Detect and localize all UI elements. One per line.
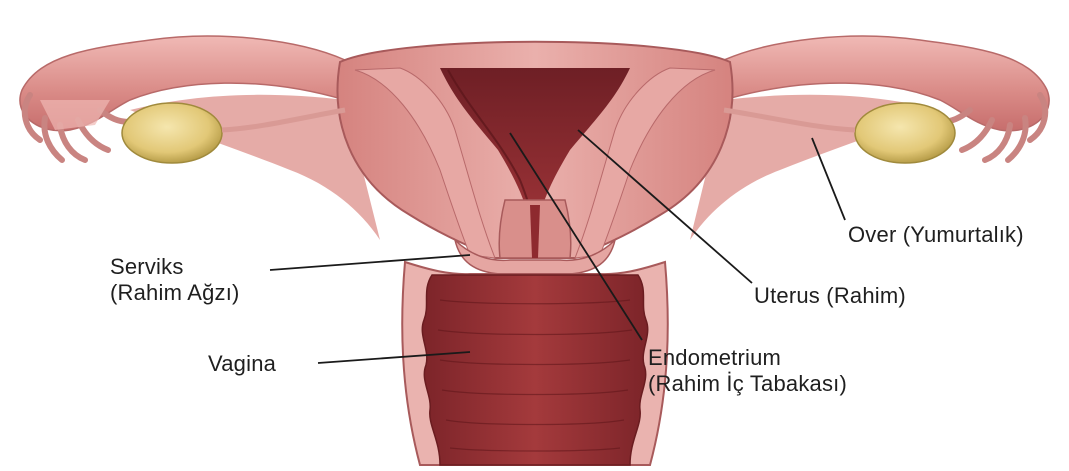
uterus-label-line1: Uterus (Rahim) (754, 283, 906, 309)
vagina-label: Vagina (208, 351, 276, 377)
endometrium-label-line2: (Rahim İç Tabakası) (648, 371, 847, 397)
serviks-label-line1: Serviks (110, 254, 240, 280)
serviks-label-line2: (Rahim Ağzı) (110, 280, 240, 306)
uterus-label: Uterus (Rahim) (754, 283, 906, 309)
over-label: Over (Yumurtalık) (848, 222, 1024, 248)
endometrium-label: Endometrium (Rahim İç Tabakası) (648, 345, 847, 397)
serviks-leader-line (270, 255, 470, 270)
serviks-label: Serviks (Rahim Ağzı) (110, 254, 240, 306)
over-label-line1: Over (Yumurtalık) (848, 222, 1024, 248)
left-ovary (122, 103, 222, 163)
right-ovary (855, 103, 955, 163)
vagina-label-line1: Vagina (208, 351, 276, 377)
endometrium-label-line1: Endometrium (648, 345, 847, 371)
